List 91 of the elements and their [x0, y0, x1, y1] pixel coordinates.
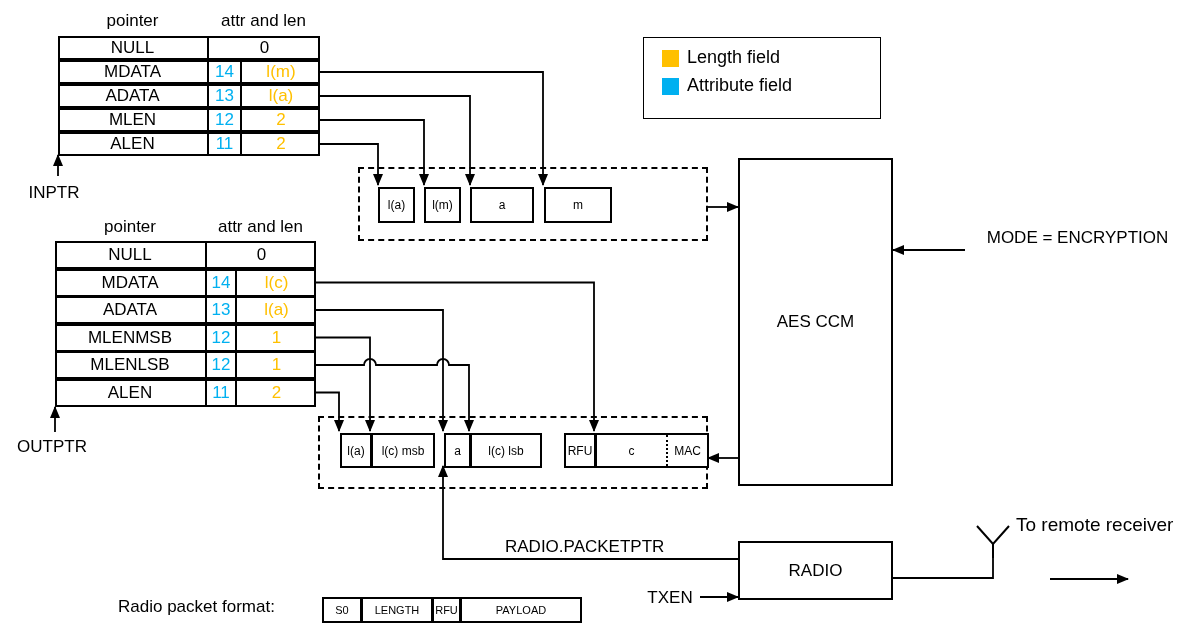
signal-label: MODE = ENCRYPTION [965, 225, 1190, 251]
length-value: 1 [235, 323, 316, 352]
table-row [58, 84, 320, 108]
column-header: attr and len [219, 10, 308, 32]
memory-field: l(c) msb [371, 433, 435, 468]
length-value: 1 [235, 351, 316, 379]
signal-label: OUTPTR [14, 432, 90, 462]
memory-field: l(c) lsb [470, 433, 542, 468]
pointer-name: MLENLSB [89, 354, 171, 376]
length-value: l(a) [240, 84, 320, 108]
pointer-name: MLEN [107, 109, 158, 131]
table-row [55, 296, 316, 324]
attribute-value: 12 [205, 323, 235, 352]
attribute-value: 14 [207, 60, 240, 84]
table-row [55, 323, 316, 352]
table-row [55, 241, 316, 269]
attribute-value: 11 [207, 132, 240, 156]
caption-text: To remote receiver [1016, 514, 1174, 536]
pointer-name: ALEN [106, 381, 154, 404]
pointer-name: MDATA [103, 61, 162, 83]
arrow [319, 119, 429, 186]
signal-label: TXEN [640, 585, 700, 611]
arrow [315, 391, 344, 432]
attribute-value: 11 [205, 378, 235, 407]
packet-field: LENGTH [361, 597, 433, 623]
column-header: pointer [103, 216, 157, 238]
pointer-name: MDATA [100, 271, 160, 294]
arrow [315, 281, 599, 432]
attribute-value: 14 [205, 268, 235, 297]
arrow [53, 154, 63, 177]
arrow [315, 309, 448, 432]
pointer-name: NULL [107, 244, 153, 266]
column-header: attr and len [216, 216, 305, 238]
length-value: l(c) [235, 268, 316, 297]
memory-field [595, 433, 709, 468]
memory-field: l(a) [340, 433, 372, 468]
table-row [55, 268, 316, 297]
column-header: pointer [105, 10, 160, 32]
field-label: c [627, 442, 636, 460]
length-value: 0 [207, 36, 320, 60]
arrow [319, 95, 475, 186]
attribute-value: 12 [205, 351, 235, 379]
legend-label: Attribute field [687, 75, 793, 96]
arrow [438, 465, 739, 560]
arrow [319, 143, 383, 186]
table-row [58, 60, 320, 84]
pointer-name: ADATA [104, 85, 161, 107]
memory-field: l(m) [424, 187, 461, 223]
arrow [50, 406, 60, 433]
process-box: RADIO [738, 541, 893, 600]
edge-label: RADIO.PACKETPTR [505, 537, 665, 557]
memory-field: m [544, 187, 612, 223]
buffer-frame [318, 416, 708, 489]
memory-field: a [470, 187, 534, 223]
pointer-name: NULL [109, 37, 156, 59]
signal-label: INPTR [22, 176, 86, 210]
length-value: 2 [240, 132, 320, 156]
field-label: MAC [666, 435, 707, 466]
length-value: 2 [240, 108, 320, 132]
table-row [58, 108, 320, 132]
attribute-value: 13 [205, 296, 235, 324]
memory-field: RFU [564, 433, 596, 468]
packet-field: RFU [432, 597, 461, 623]
arrow [707, 202, 739, 212]
arrow [315, 336, 375, 432]
arrow [319, 71, 548, 186]
pointer-name: ADATA [101, 299, 159, 321]
length-value: l(m) [240, 60, 320, 84]
table-row [55, 351, 316, 379]
table-row [58, 132, 320, 156]
memory-field: l(a) [378, 187, 415, 223]
process-box: AES CCM [738, 158, 893, 486]
pointer-name: MLENMSB [86, 326, 174, 349]
table-row [58, 36, 320, 60]
length-value: l(a) [235, 296, 316, 324]
buffer-frame [358, 167, 708, 241]
pointer-name: ALEN [109, 133, 156, 155]
legend-label: Length field [687, 47, 781, 68]
caption-text: Radio packet format: [118, 597, 275, 617]
packet-field: S0 [322, 597, 362, 623]
arrow [892, 245, 966, 255]
arrow [315, 358, 474, 432]
connector-line [892, 557, 994, 579]
packet-field: PAYLOAD [460, 597, 582, 623]
table-row [55, 378, 316, 407]
attribute-value: 12 [207, 108, 240, 132]
length-value: 2 [235, 378, 316, 407]
arrow [699, 592, 739, 602]
memory-field: a [444, 433, 471, 468]
attribute-value: 13 [207, 84, 240, 108]
length-value: 0 [205, 241, 316, 269]
